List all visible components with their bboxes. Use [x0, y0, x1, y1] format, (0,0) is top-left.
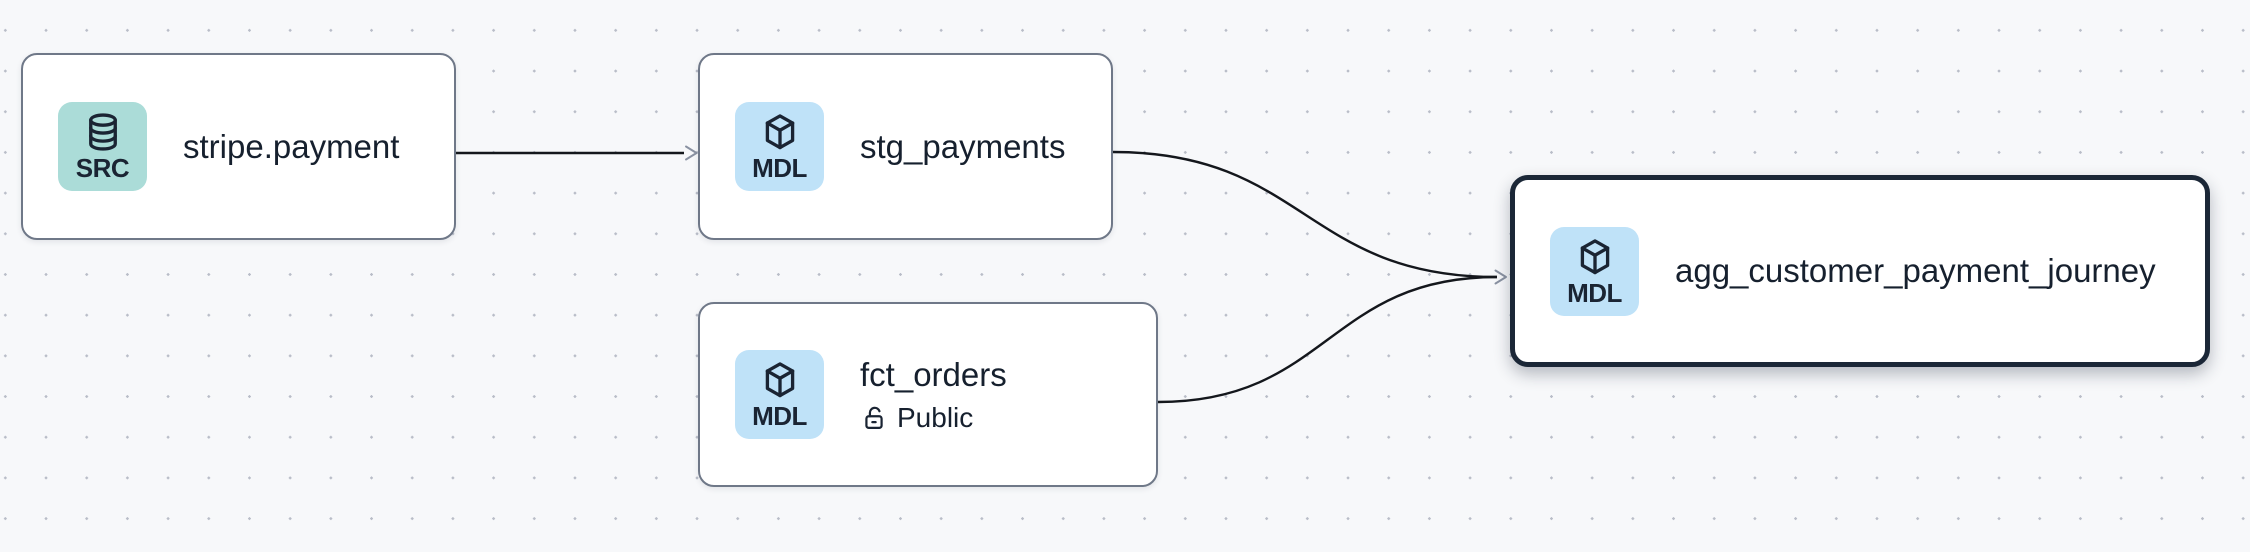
- badge-label: MDL: [752, 401, 807, 431]
- unlock-icon: [865, 406, 883, 430]
- cube-icon: [1580, 238, 1609, 274]
- node-fct-orders[interactable]: MDL fct_orders Public: [698, 302, 1158, 487]
- badge-label: MDL: [1567, 277, 1622, 308]
- badge-label: MDL: [752, 153, 807, 183]
- node-stg-payments[interactable]: MDL stg_payments: [698, 53, 1113, 240]
- resource-type-badge-mdl: MDL: [1550, 226, 1639, 316]
- resource-type-badge-mdl: MDL: [735, 350, 824, 439]
- node-stripe-payment[interactable]: SRC stripe.payment: [21, 53, 456, 240]
- database-icon: [88, 113, 117, 151]
- resource-type-badge-mdl: MDL: [735, 102, 824, 191]
- node-agg-customer-payment-journey[interactable]: MDL agg_customer_payment_journey: [1510, 175, 2210, 367]
- cube-icon: [765, 362, 794, 398]
- node-label: fct_orders: [860, 356, 1007, 393]
- node-label: agg_customer_payment_journey: [1675, 252, 2156, 289]
- edge-stg-payments-to-agg: [1112, 150, 1498, 279]
- access-label: Public: [897, 402, 974, 433]
- badge-label: SRC: [75, 153, 130, 183]
- arrowhead-icon: [685, 145, 698, 161]
- access-row: Public: [860, 401, 1007, 435]
- cube-icon: [765, 114, 794, 150]
- node-label: stg_payments: [860, 127, 1066, 165]
- arrowhead-icon: [1494, 269, 1507, 285]
- edge-fct-orders-to-agg: [1157, 275, 1498, 404]
- resource-type-badge-src: SRC: [58, 102, 147, 191]
- node-label: stripe.payment: [183, 127, 400, 165]
